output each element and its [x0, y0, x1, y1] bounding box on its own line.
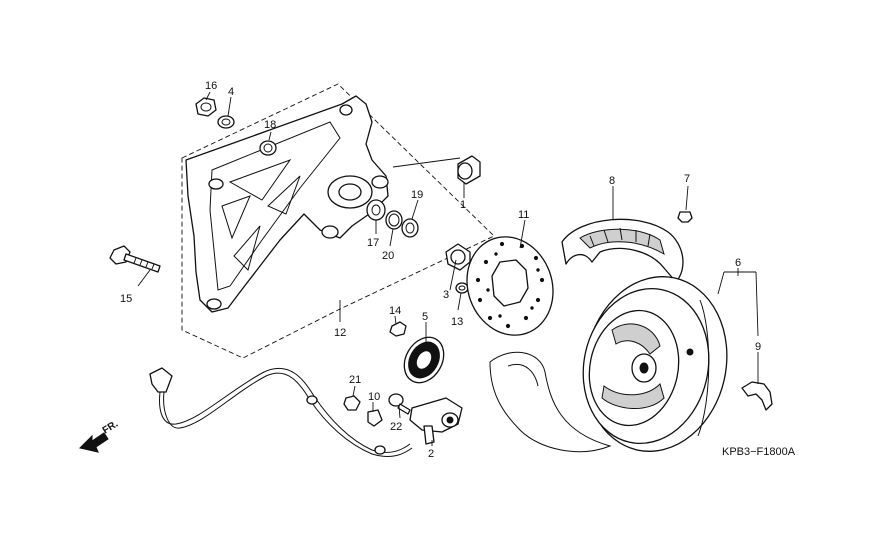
swing-arm-assembly-box [181, 83, 495, 359]
pulser-ring[interactable] [396, 330, 451, 390]
callout-12: 12 [334, 327, 346, 339]
nut-16[interactable] [195, 97, 217, 117]
callout-2: 2 [428, 448, 434, 460]
callout-3: 3 [443, 289, 449, 301]
callout-13: 13 [451, 316, 463, 328]
bolt-13[interactable] [455, 282, 469, 294]
callout-18: 18 [264, 119, 276, 131]
rear-wheel[interactable] [569, 263, 743, 464]
clip-10[interactable] [367, 409, 383, 427]
callout-9: 9 [755, 341, 761, 353]
callout-8: 8 [609, 175, 615, 187]
bolt-21[interactable] [343, 395, 361, 411]
seal-19[interactable] [401, 218, 419, 238]
callout-6: 6 [735, 257, 741, 269]
tire-ghost-outline [489, 351, 612, 453]
brake-disc[interactable] [453, 225, 566, 348]
front-direction-arrow-icon [79, 432, 109, 453]
callout-11: 11 [518, 209, 529, 221]
callout-10: 10 [368, 391, 380, 403]
callout-19: 19 [411, 189, 423, 201]
callout-20: 20 [382, 250, 394, 262]
circlip-20[interactable] [385, 210, 403, 230]
swing-arm[interactable] [185, 95, 389, 313]
callout-14: 14 [389, 305, 401, 317]
collar-3[interactable] [445, 243, 471, 271]
bolt-15[interactable] [109, 245, 161, 273]
diagram-code: KPB3−F1800A [722, 446, 796, 458]
speed-sensor-cable[interactable] [149, 367, 413, 457]
sensor-bracket[interactable] [409, 397, 463, 445]
callout-7: 7 [684, 173, 690, 185]
collar-1[interactable] [457, 155, 481, 185]
callout-21: 21 [349, 374, 361, 386]
collar-4[interactable] [217, 115, 235, 129]
leader-lines [137, 91, 759, 446]
callout-15: 15 [120, 293, 132, 305]
valve-cap-7[interactable] [677, 211, 693, 223]
seal-18[interactable] [259, 140, 277, 156]
callout-5: 5 [422, 311, 428, 323]
bolt-22[interactable] [388, 393, 411, 415]
callout-16: 16 [205, 80, 217, 92]
callout-17: 17 [367, 237, 379, 249]
callout-1: 1 [460, 199, 466, 211]
bearing-17[interactable] [366, 199, 386, 221]
bolt-14[interactable] [389, 321, 407, 337]
tire[interactable] [561, 218, 684, 283]
callout-22: 22 [390, 421, 402, 433]
callout-4: 4 [228, 86, 234, 98]
valve-stem-9[interactable] [741, 381, 773, 411]
